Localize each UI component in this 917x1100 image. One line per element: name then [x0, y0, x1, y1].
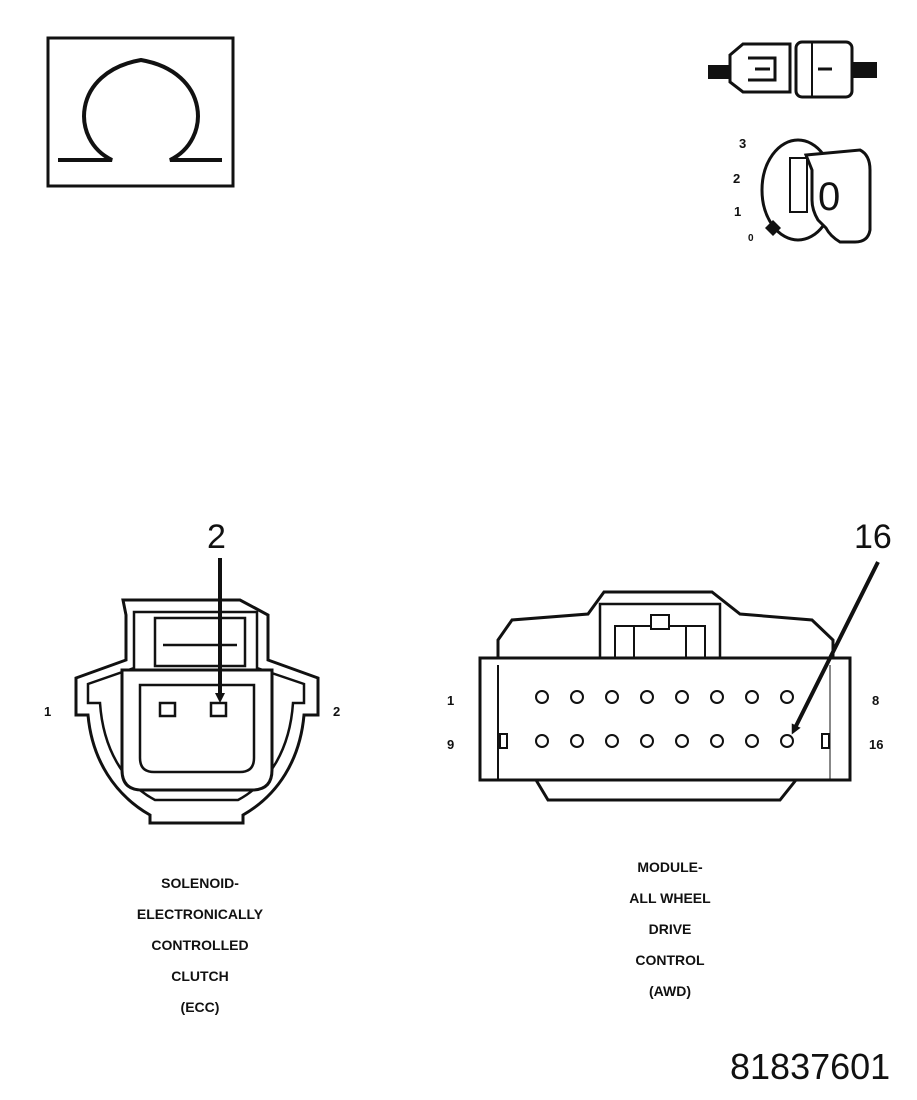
awd-row1-right-label: 8 — [872, 693, 880, 708]
awd-pin-16 — [780, 734, 794, 748]
awd-row2-left-label: 9 — [447, 737, 455, 752]
ecc-caption-line: CONTROLLED — [151, 937, 249, 953]
ignition-key-off-icon — [760, 138, 872, 244]
ecc-caption-line: SOLENOID- — [161, 875, 239, 891]
awd-callout-arrow — [791, 561, 880, 735]
awd-pin-10 — [570, 734, 584, 748]
awd-pin-1 — [535, 690, 549, 704]
awd-pin-11 — [605, 734, 619, 748]
awd-row2-right-label: 16 — [869, 737, 884, 752]
awd-pin-9 — [535, 734, 549, 748]
awd-caption-line: DRIVE — [648, 921, 692, 937]
ecc-caption-line: ELECTRONICALLY — [136, 906, 264, 922]
awd-row1-left-label: 1 — [447, 693, 455, 708]
ecc-right-pin-label: 2 — [333, 704, 341, 719]
ecc-caption-line: CLUTCH — [171, 968, 229, 984]
awd-pin-8 — [780, 690, 794, 704]
awd-pin-14 — [710, 734, 724, 748]
ignition-position-1: 1 — [734, 204, 742, 219]
ignition-position-3: 3 — [739, 136, 747, 151]
ecc-caption-line: (ECC) — [180, 999, 220, 1015]
awd-pin-3 — [605, 690, 619, 704]
awd-caption-line: MODULE- — [637, 859, 703, 875]
awd-callout-pin: 16 — [854, 518, 892, 556]
ohm-symbol-icon — [46, 36, 235, 188]
awd-caption-line: ALL WHEEL — [629, 890, 711, 906]
ecc-pin-2 — [209, 701, 228, 718]
awd-pin-7 — [745, 690, 759, 704]
awd-pin-2 — [570, 690, 584, 704]
ecc-caption: SOLENOID- ELECTRONICALLY CONTROLLED CLUT… — [100, 868, 300, 1023]
ignition-position-0: 0 — [748, 233, 754, 244]
awd-connector — [478, 590, 852, 802]
awd-pin-grid — [535, 690, 794, 748]
awd-pin-4 — [640, 690, 654, 704]
awd-pin-6 — [710, 690, 724, 704]
ignition-position-2: 2 — [733, 171, 741, 186]
awd-caption-line: (AWD) — [649, 983, 691, 999]
awd-caption-line: CONTROL — [635, 952, 705, 968]
ecc-callout-pin: 2 — [207, 518, 226, 556]
ecc-connector — [74, 598, 320, 825]
awd-pin-13 — [675, 734, 689, 748]
ignition-key-label: 0 — [818, 175, 841, 219]
connector-disconnect-icon — [708, 40, 877, 99]
awd-pin-5 — [675, 690, 689, 704]
awd-pin-15 — [745, 734, 759, 748]
ecc-left-pin-label: 1 — [44, 704, 52, 719]
awd-pin-12 — [640, 734, 654, 748]
awd-caption: MODULE- ALL WHEEL DRIVE CONTROL (AWD) — [570, 852, 770, 1007]
figure-number: 81837601 — [730, 1046, 891, 1087]
ecc-pin-1 — [158, 701, 177, 718]
